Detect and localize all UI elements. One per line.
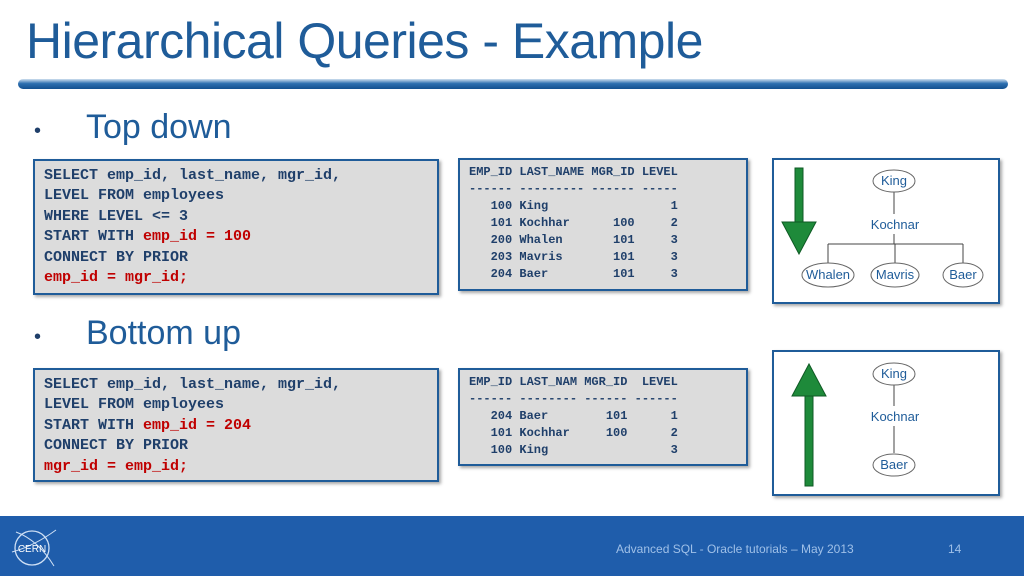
result-row: 203 Mavris 101 3 xyxy=(469,250,678,264)
sql-text: CONNECT BY PRIOR xyxy=(44,437,189,455)
green-arrow-up-icon xyxy=(791,362,827,487)
tree-node-label: King xyxy=(881,366,907,381)
sql-line: LEVEL FROM employees xyxy=(44,395,437,415)
result-row: ------ --------- ------ ----- xyxy=(469,182,678,196)
sql-line: emp_id = mgr_id; xyxy=(44,268,437,288)
sql-line: START WITH emp_id = 204 xyxy=(44,416,437,436)
title-divider xyxy=(18,79,1008,89)
sql-highlight: emp_id = 204 xyxy=(143,416,252,434)
sql-text: START WITH xyxy=(44,416,144,434)
tree-node: Baer xyxy=(872,453,916,477)
result-row: EMP_ID LAST_NAM MGR_ID LEVEL xyxy=(469,375,678,389)
tree-node: Whalen xyxy=(801,262,855,288)
result-row: 101 Kochhar 100 2 xyxy=(469,216,678,230)
sql-line: LEVEL FROM employees xyxy=(44,186,437,206)
footer-caption: Advanced SQL - Oracle tutorials – May 20… xyxy=(616,542,854,556)
result-row: EMP_ID LAST_NAME MGR_ID LEVEL xyxy=(469,165,678,179)
green-arrow-down-icon xyxy=(781,167,817,256)
tree-node-label: Kochnar xyxy=(871,409,920,424)
sql-line: START WITH emp_id = 100 xyxy=(44,227,437,247)
bullet-label: Top down xyxy=(86,108,232,146)
hierarchy-diagram-bottom-up: King Kochnar Baer xyxy=(772,350,1000,496)
query-result-bottom-up: EMP_ID LAST_NAM MGR_ID LEVEL ------ -----… xyxy=(458,368,748,466)
sql-text: START WITH xyxy=(44,228,144,246)
sql-text: SELECT emp_id, last_name, mgr_id, xyxy=(44,167,342,184)
sql-highlight: mgr_id = emp_id; xyxy=(44,457,189,475)
tree-node-label: Baer xyxy=(949,267,977,282)
sql-text: WHERE LEVEL <= 3 xyxy=(44,207,189,225)
page-number: 14 xyxy=(948,542,962,556)
result-row: ------ -------- ------ ------ xyxy=(469,392,678,406)
cern-logo-icon: CERN xyxy=(11,529,57,567)
slide-title: Hierarchical Queries - Example xyxy=(26,13,703,69)
sql-line: SELECT emp_id, last_name, mgr_id, xyxy=(44,375,437,395)
sql-text: SELECT emp_id, last_name, mgr_id, xyxy=(44,376,342,393)
sql-line: WHERE LEVEL <= 3 xyxy=(44,207,437,227)
slide-footer: CERN Advanced SQL - Oracle tutorials – M… xyxy=(0,516,1024,576)
sql-text: LEVEL FROM employees xyxy=(44,187,225,205)
sql-line: CONNECT BY PRIOR xyxy=(44,436,437,456)
sql-query-bottom-up: SELECT emp_id, last_name, mgr_id, LEVEL F… xyxy=(33,368,439,482)
query-result-top-down: EMP_ID LAST_NAME MGR_ID LEVEL ------ ----… xyxy=(458,158,748,291)
sql-highlight: emp_id = mgr_id; xyxy=(44,269,189,287)
sql-query-top-down: SELECT emp_id, last_name, mgr_id, LEVEL F… xyxy=(33,159,439,295)
tree-node: Mavris xyxy=(870,262,920,288)
tree-node-label: Kochnar xyxy=(871,217,920,232)
sql-line: SELECT emp_id, last_name, mgr_id, xyxy=(44,166,437,186)
result-row: 100 King 3 xyxy=(469,443,678,457)
sql-text: LEVEL FROM employees xyxy=(44,396,225,414)
bullet-dot-icon: • xyxy=(34,326,42,348)
tree-node-label: King xyxy=(881,173,907,188)
sql-line: mgr_id = emp_id; xyxy=(44,457,437,477)
sql-line: CONNECT BY PRIOR xyxy=(44,248,437,268)
result-row: 101 Kochhar 100 2 xyxy=(469,426,678,440)
hierarchy-diagram-top-down: King Kochnar Whalen Mavris Baer xyxy=(772,158,1000,304)
result-row: 204 Baer 101 1 xyxy=(469,409,678,423)
logo-text: CERN xyxy=(18,544,46,555)
sql-text: CONNECT BY PRIOR xyxy=(44,248,189,266)
result-row: 204 Baer 101 3 xyxy=(469,267,678,281)
tree-node-label: Mavris xyxy=(876,267,915,282)
sql-highlight: emp_id = 100 xyxy=(143,228,252,246)
tree-node: Baer xyxy=(942,262,984,288)
tree-node: King xyxy=(872,169,916,193)
bullet-label: Bottom up xyxy=(86,314,241,352)
result-row: 200 Whalen 101 3 xyxy=(469,233,678,247)
tree-node-label: Whalen xyxy=(806,267,850,282)
bullet-dot-icon: • xyxy=(34,120,42,142)
tree-node: King xyxy=(872,362,916,386)
tree-node-label: Baer xyxy=(880,457,908,472)
result-row: 100 King 1 xyxy=(469,199,678,213)
